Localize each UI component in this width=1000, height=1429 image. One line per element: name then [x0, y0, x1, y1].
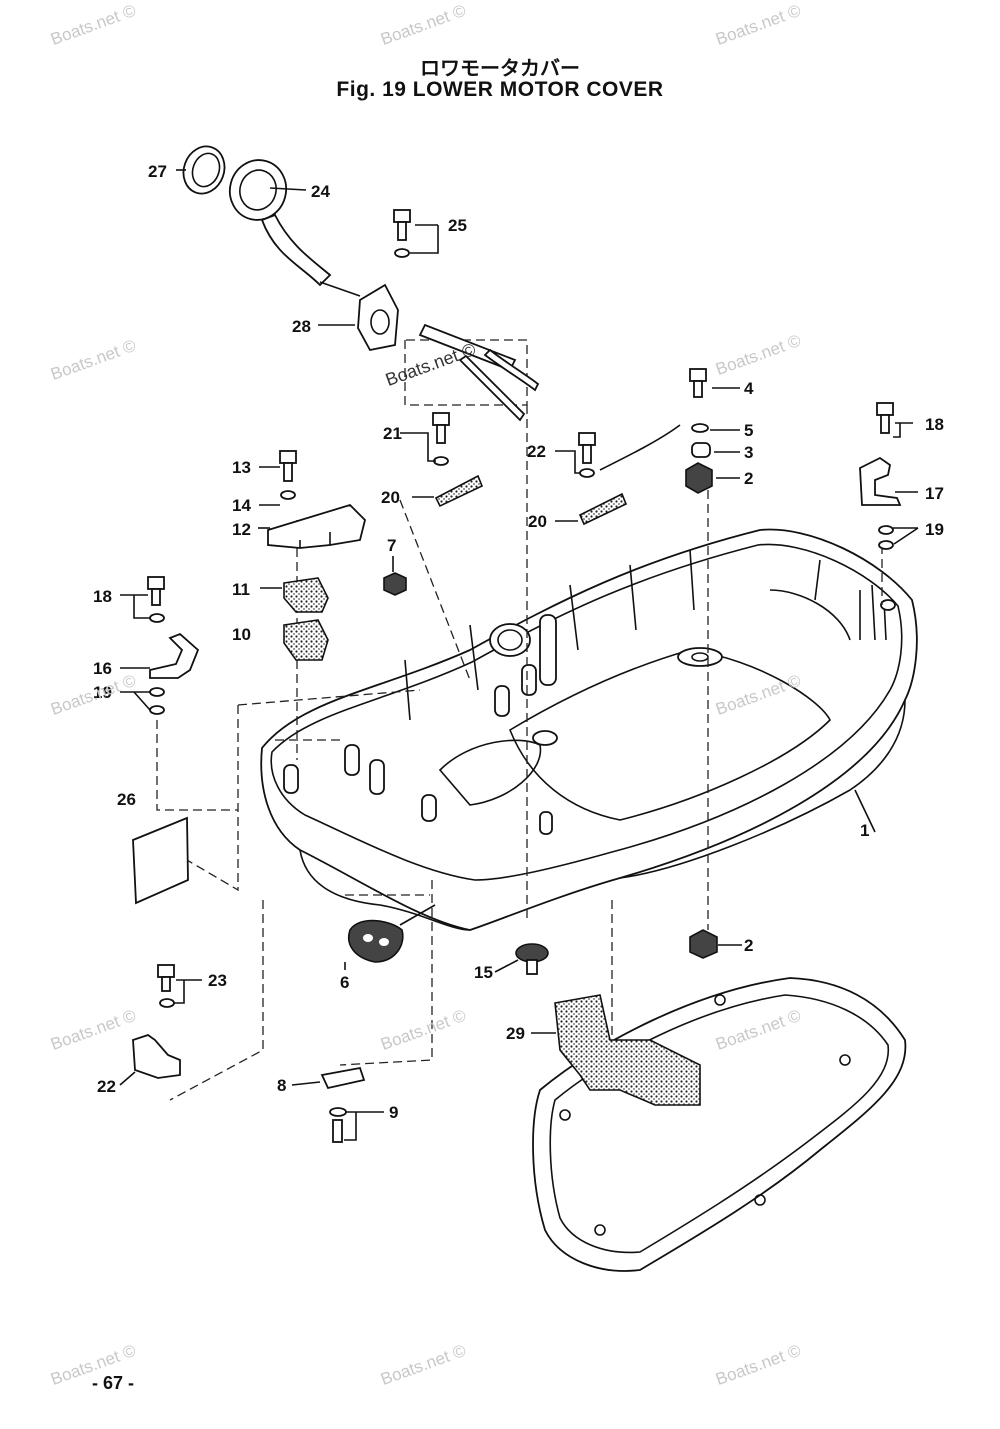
callout-2-upper: 2 — [744, 469, 753, 488]
callout-21: 21 — [383, 424, 402, 443]
callout-13: 13 — [232, 458, 251, 477]
bracket-22-lower — [132, 964, 181, 1079]
clamp-8-9 — [320, 1066, 366, 1143]
callout-20-right: 20 — [528, 512, 547, 531]
plug-15 — [515, 943, 549, 975]
nut-7 — [383, 572, 407, 596]
callout-19-left: 19 — [93, 683, 112, 702]
figure-title-japanese: ロワモータカバー — [420, 56, 580, 80]
callout-4: 4 — [744, 379, 754, 398]
page-number: - 67 - — [92, 1373, 135, 1393]
plate-26 — [132, 816, 189, 905]
callout-1: 1 — [860, 821, 869, 840]
grommet-6 — [348, 904, 436, 963]
callout-18-right: 18 — [925, 415, 944, 434]
figure-title: Fig. 19 LOWER MOTOR COVER — [336, 78, 664, 101]
callout-22-lower: 22 — [97, 1077, 116, 1096]
lower-motor-cover — [260, 528, 918, 931]
callout-14: 14 — [232, 496, 251, 515]
callout-7: 7 — [387, 536, 396, 555]
callout-12: 12 — [232, 520, 251, 539]
callout-26: 26 — [117, 790, 136, 809]
bottom-plate — [532, 977, 907, 1272]
callout-5: 5 — [744, 421, 753, 440]
callout-17: 17 — [925, 484, 944, 503]
bolt-18-right — [859, 402, 902, 550]
callout-10: 10 — [232, 625, 251, 644]
bolt-22-upper — [578, 424, 681, 526]
callout-11: 11 — [232, 580, 250, 599]
leader-lines — [119, 169, 919, 1141]
callout-20-left: 20 — [381, 488, 400, 507]
damper-11-10 — [283, 577, 329, 661]
callout-19-right: 19 — [925, 520, 944, 539]
assembly-guide-lines — [156, 339, 883, 1101]
callout-18-left: 18 — [93, 587, 112, 606]
bolt-21 — [432, 412, 484, 508]
callout-28: 28 — [292, 317, 311, 336]
bolt-25 — [393, 209, 411, 258]
bolt-4 — [685, 368, 713, 494]
callout-2-lower: 2 — [744, 936, 753, 955]
nut-2-lower — [689, 929, 718, 959]
callout-15: 15 — [474, 963, 493, 982]
callout-8: 8 — [277, 1076, 286, 1095]
grommet-assembly — [182, 145, 540, 422]
callout-9: 9 — [389, 1103, 398, 1122]
bracket-12 — [267, 450, 366, 549]
callout-23: 23 — [208, 971, 227, 990]
callout-6: 6 — [340, 973, 349, 992]
callout-24: 24 — [311, 182, 330, 201]
callout-22-upper: 22 — [527, 442, 546, 461]
callout-29: 29 — [506, 1024, 525, 1043]
callout-25: 25 — [448, 216, 467, 235]
bracket-16-left — [147, 576, 200, 715]
callout-3: 3 — [744, 443, 753, 462]
callout-16: 16 — [93, 659, 112, 678]
callout-27: 27 — [148, 162, 167, 181]
callout-labels: 1 2 2 3 4 5 6 7 8 9 10 11 12 13 14 15 16… — [93, 162, 944, 1122]
